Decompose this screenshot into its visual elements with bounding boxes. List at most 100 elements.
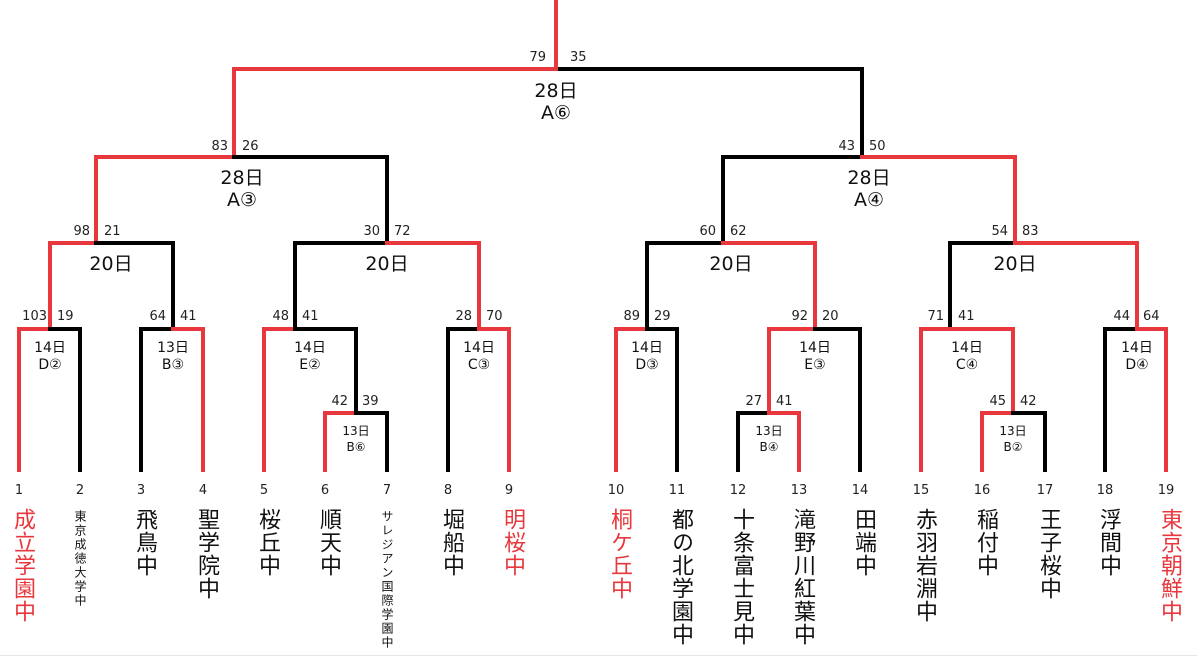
seed-number: 10 (608, 483, 625, 498)
match-venue: A⑥ (541, 102, 571, 124)
score: 72 (394, 224, 411, 239)
score: 41 (180, 309, 197, 324)
score: 70 (486, 309, 503, 324)
m8-9-left (446, 327, 481, 472)
team-name: 都の北学園中 (668, 508, 693, 646)
team-name: 浮間中 (1096, 508, 1121, 577)
match-venue: D④ (1125, 357, 1148, 373)
r3a-left (48, 241, 98, 331)
team-name: 赤羽岩淵中 (912, 508, 937, 623)
seed-number: 6 (321, 483, 329, 498)
score: 19 (57, 309, 74, 324)
team-name: 王子桜中 (1036, 508, 1061, 600)
score: 20 (822, 309, 839, 324)
match-date: 28日 (220, 167, 263, 189)
score: 27 (745, 394, 762, 409)
seed-number: 11 (669, 483, 686, 498)
seed-number: 14 (852, 483, 869, 498)
r3c-right (721, 241, 817, 331)
sf-right-left (721, 155, 864, 245)
match-date: 13日 (157, 340, 189, 356)
score: 41 (302, 309, 319, 324)
seed-number: 18 (1097, 483, 1114, 498)
seed-number: 15 (913, 483, 930, 498)
match-date: 14日 (799, 340, 831, 356)
match-venue: B④ (760, 440, 779, 454)
final-left-branch (232, 67, 558, 159)
match-venue: E③ (804, 357, 825, 373)
m12-13-right (767, 411, 801, 472)
team-name: 田端中 (851, 508, 876, 577)
score: 54 (991, 224, 1008, 239)
r3d-right (1013, 241, 1139, 331)
match-date: 14日 (951, 340, 983, 356)
final-right-branch (554, 67, 864, 159)
r3a-right (94, 241, 175, 331)
score: 71 (927, 309, 944, 324)
team-name: 東京朝鮮中 (1157, 508, 1182, 623)
m1-2-left (17, 327, 52, 472)
team-name: 飛鳥中 (132, 508, 157, 577)
match-venue: A③ (227, 189, 257, 211)
match-date: 28日 (847, 167, 890, 189)
score: 41 (958, 309, 975, 324)
team-name: 堀船中 (439, 508, 464, 577)
match-date: 13日 (755, 424, 782, 438)
seed-number: 3 (137, 483, 145, 498)
score: 43 (838, 139, 855, 154)
m10-11-left (614, 327, 649, 472)
m18-19-right (1135, 327, 1168, 472)
m16-17-right (1011, 411, 1047, 472)
team-name: 十条富士見中 (729, 508, 754, 646)
sf-right-right (860, 155, 1017, 245)
seed-number: 12 (730, 483, 747, 498)
team-name: 順天中 (316, 508, 341, 577)
divider (0, 655, 1197, 656)
seed-number: 7 (383, 483, 391, 498)
score: 44 (1113, 309, 1130, 324)
score: 92 (791, 309, 808, 324)
team-name: 桐ケ丘中 (607, 508, 632, 600)
match-labels: 28日 A⑥ 28日 A③ 28日 A④ 20日 20日 20日 20日 14日… (34, 80, 1153, 454)
match-date: 20日 (365, 253, 408, 275)
score: 45 (989, 394, 1006, 409)
m8-9-right (477, 327, 511, 472)
m18-19-left (1103, 327, 1139, 472)
seed-number: 9 (505, 483, 513, 498)
bracket-lines (17, 0, 1168, 472)
m15-1617-left (919, 327, 952, 472)
m5-67-left (262, 327, 297, 472)
match-venue: B③ (162, 357, 184, 373)
match-date: 20日 (89, 253, 132, 275)
score: 79 (529, 50, 546, 65)
team-name: 明桜中 (500, 508, 525, 577)
m6-7-left (323, 411, 358, 472)
score: 64 (149, 309, 166, 324)
match-date: 14日 (631, 340, 663, 356)
score: 21 (104, 224, 121, 239)
match-venue: C③ (468, 357, 490, 373)
score: 42 (331, 394, 348, 409)
scores: 79 35 83 26 43 50 98 21 30 72 60 62 54 8… (22, 50, 1159, 409)
m3-4-right (171, 327, 205, 472)
match-date: 14日 (34, 340, 66, 356)
score: 83 (1022, 224, 1039, 239)
m1213-14-left (767, 327, 817, 415)
match-venue: D③ (635, 357, 658, 373)
seed-number: 13 (791, 483, 808, 498)
match-venue: D② (38, 357, 61, 373)
score: 98 (73, 224, 90, 239)
match-venue: B② (1004, 440, 1023, 454)
m16-17-left (980, 411, 1015, 472)
score: 64 (1143, 309, 1160, 324)
team-name: 滝野川紅葉中 (790, 508, 815, 646)
match-date: 20日 (993, 253, 1036, 275)
team-name: 桜丘中 (255, 508, 280, 577)
m3-4-left (139, 327, 175, 472)
team-name: 聖学院中 (194, 508, 219, 600)
score: 48 (272, 309, 289, 324)
m1-2-right (48, 327, 82, 472)
r3d-left (948, 241, 1017, 331)
team-name: 東京成徳大学中 (73, 510, 87, 608)
